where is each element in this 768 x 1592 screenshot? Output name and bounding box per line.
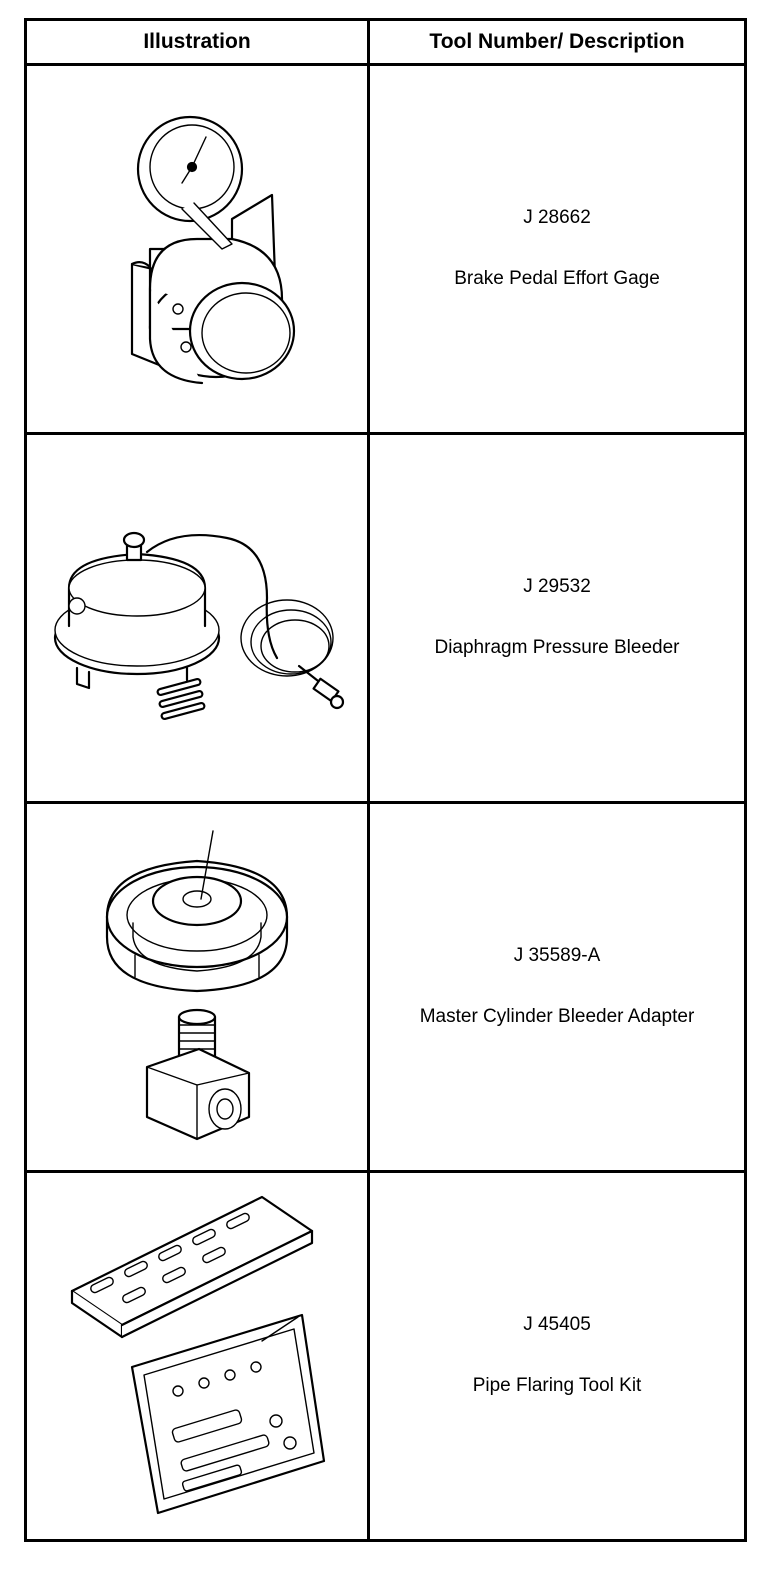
tool-number: J 29532 xyxy=(523,576,591,598)
tool-description-cell: J 35589-A Master Cylinder Bleeder Adapte… xyxy=(367,801,747,1173)
table-row: J 29532 Diaphragm Pressure Bleeder xyxy=(24,432,747,804)
tool-description: Brake Pedal Effort Gage xyxy=(454,268,660,289)
tool-description-cell: J 45405 Pipe Flaring Tool Kit xyxy=(367,1170,747,1542)
tool-description: Master Cylinder Bleeder Adapter xyxy=(419,1006,695,1027)
special-tools-table: Illustration Tool Number/ Description xyxy=(24,18,747,1542)
table-row: J 45405 Pipe Flaring Tool Kit xyxy=(24,1170,747,1542)
header-tool-number-description: Tool Number/ Description xyxy=(367,18,747,66)
table-header-row: Illustration Tool Number/ Description xyxy=(24,18,747,66)
illustration-cell xyxy=(24,432,370,804)
tool-description: Pipe Flaring Tool Kit xyxy=(472,1375,642,1396)
illustration-cell xyxy=(24,63,370,435)
pedal-effort-gage-icon xyxy=(130,115,296,385)
bleeder-adapter-icon xyxy=(105,830,289,1141)
table-row: J 28662 Brake Pedal Effort Gage xyxy=(24,63,747,435)
tool-description: Diaphragm Pressure Bleeder xyxy=(434,637,680,658)
tool-number: J 28662 xyxy=(523,207,591,229)
tool-description-cell: J 29532 Diaphragm Pressure Bleeder xyxy=(367,432,747,804)
illustration-cell xyxy=(24,1170,370,1542)
tool-number: J 45405 xyxy=(523,1314,591,1336)
tool-number: J 35589-A xyxy=(513,945,601,967)
tool-description-cell: J 28662 Brake Pedal Effort Gage xyxy=(367,63,747,435)
table-row: J 35589-A Master Cylinder Bleeder Adapte… xyxy=(24,801,747,1173)
flaring-kit-icon xyxy=(70,1195,326,1515)
header-illustration: Illustration xyxy=(24,18,370,66)
illustration-cell xyxy=(24,801,370,1173)
diaphragm-bleeder-icon xyxy=(53,531,345,721)
